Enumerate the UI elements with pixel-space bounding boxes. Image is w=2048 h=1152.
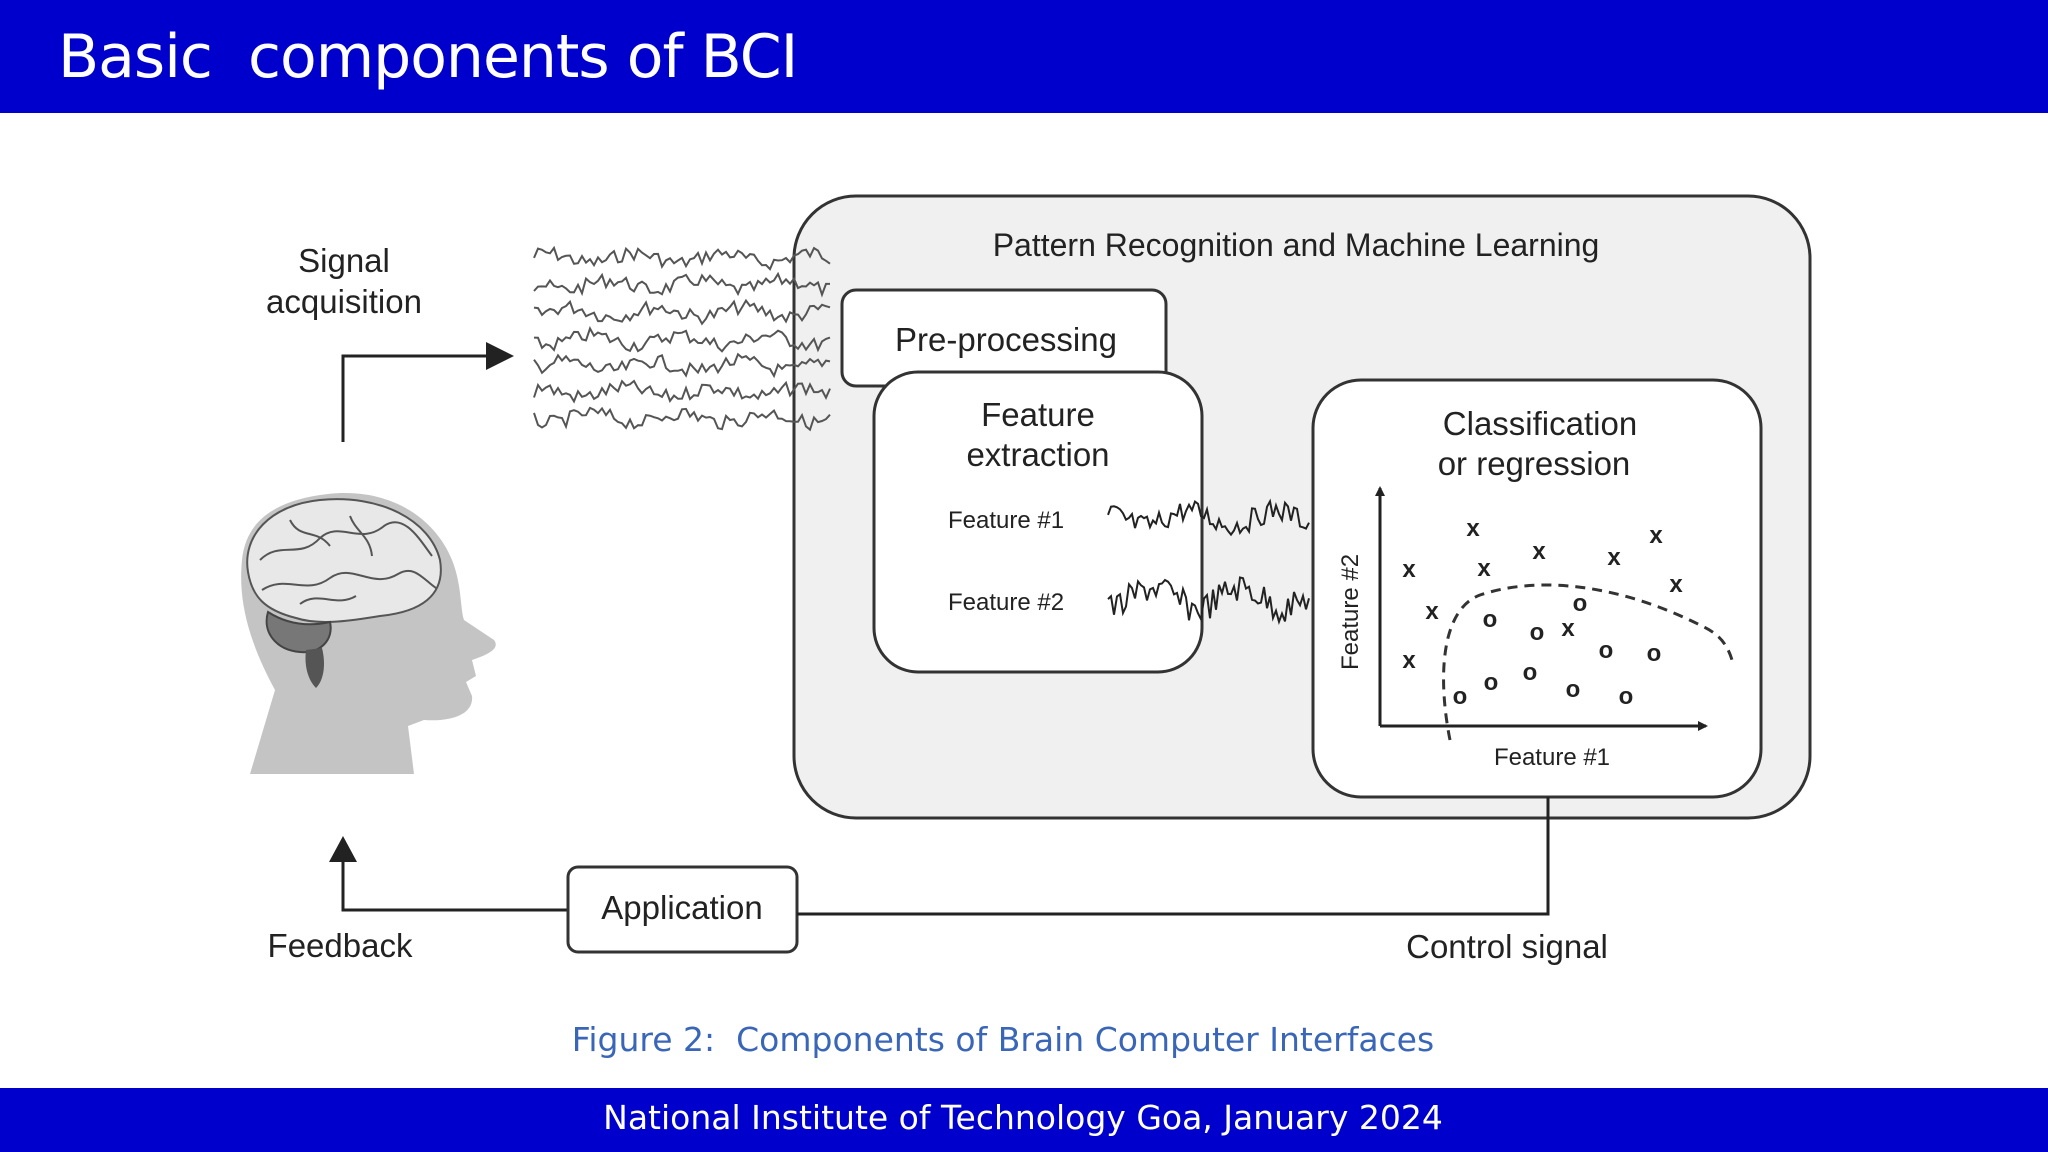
- eeg-trace: [533, 271, 830, 298]
- o-marker: o: [1573, 590, 1588, 617]
- control-signal-line: [797, 797, 1550, 916]
- plot-y-axis-label: Feature #2: [1337, 554, 1364, 670]
- x-marker: x: [1402, 647, 1416, 674]
- x-marker: x: [1425, 598, 1439, 625]
- o-marker: o: [1599, 637, 1614, 664]
- slide-title: Basic components of BCI: [58, 22, 798, 92]
- footer-text: National Institute of Technology Goa, Ja…: [603, 1098, 1443, 1137]
- application-label: Application: [601, 889, 762, 926]
- eeg-trace: [533, 379, 831, 404]
- signal-acquisition-arrowhead: [486, 342, 514, 370]
- x-marker: x: [1532, 538, 1546, 565]
- signal-acquisition-label-line2: acquisition: [266, 283, 422, 320]
- feature-signal-waves: [1107, 498, 1310, 625]
- eeg-signal-waves: [533, 245, 831, 432]
- x-marker: x: [1649, 522, 1663, 549]
- x-marker: x: [1561, 615, 1575, 642]
- o-marker: o: [1647, 640, 1662, 667]
- plot-x-axis-label: Feature #1: [1494, 744, 1610, 771]
- signal-acquisition-arrow: [341, 354, 510, 442]
- eeg-trace: [533, 326, 831, 353]
- classification-label-line1: Classification: [1443, 405, 1637, 442]
- x-marker: x: [1402, 556, 1416, 583]
- footer-bar: National Institute of Technology Goa, Ja…: [0, 1088, 2048, 1152]
- signal-acquisition-label-line1: Signal: [298, 242, 390, 279]
- feedback-arrowhead: [329, 836, 357, 862]
- x-marker: x: [1607, 544, 1621, 571]
- eeg-trace: [533, 406, 831, 432]
- o-marker: o: [1484, 669, 1499, 696]
- o-marker: o: [1619, 683, 1634, 710]
- feedback-label: Feedback: [268, 927, 413, 964]
- eeg-trace: [533, 298, 831, 326]
- head-brain-illustration: [241, 493, 496, 774]
- brain-stem: [305, 648, 324, 688]
- x-marker: x: [1466, 515, 1480, 542]
- feature-1-label: Feature #1: [948, 507, 1064, 534]
- feature-extraction-label-line1: Feature: [981, 396, 1095, 433]
- preprocessing-label: Pre-processing: [895, 321, 1117, 358]
- x-marker: x: [1477, 555, 1491, 582]
- pipeline-title: Pattern Recognition and Machine Learning: [993, 227, 1600, 263]
- o-marker: o: [1483, 606, 1498, 633]
- control-signal-label: Control signal: [1406, 928, 1608, 965]
- classification-box: [1311, 378, 1763, 799]
- eeg-trace: [533, 352, 831, 379]
- decision-boundary: [1442, 583, 1734, 741]
- brain-folds: [259, 515, 437, 605]
- figure-caption: Figure 2: Components of Brain Computer I…: [571, 1020, 1435, 1059]
- brain-shape: [246, 498, 442, 623]
- eeg-trace: [533, 245, 831, 271]
- application-box: [566, 865, 799, 954]
- feature-trace: [1107, 498, 1310, 537]
- o-marker: o: [1453, 683, 1468, 710]
- class-x-markers: x x x x x x x x x x: [1402, 515, 1683, 674]
- feature-extraction-label-line2: extraction: [966, 436, 1109, 473]
- feedback-arrow: [341, 858, 568, 912]
- o-marker: o: [1530, 619, 1545, 646]
- o-marker: o: [1566, 676, 1581, 703]
- classification-label-line2: or regression: [1438, 445, 1631, 482]
- o-marker: o: [1523, 659, 1538, 686]
- feature-2-label: Feature #2: [948, 589, 1064, 616]
- class-o-markers: o o o o o o o o o o: [1453, 590, 1662, 710]
- x-marker: x: [1669, 571, 1683, 598]
- title-bar: Basic components of BCI: [0, 0, 2048, 113]
- cerebellum: [265, 610, 332, 654]
- feature-trace: [1107, 576, 1310, 625]
